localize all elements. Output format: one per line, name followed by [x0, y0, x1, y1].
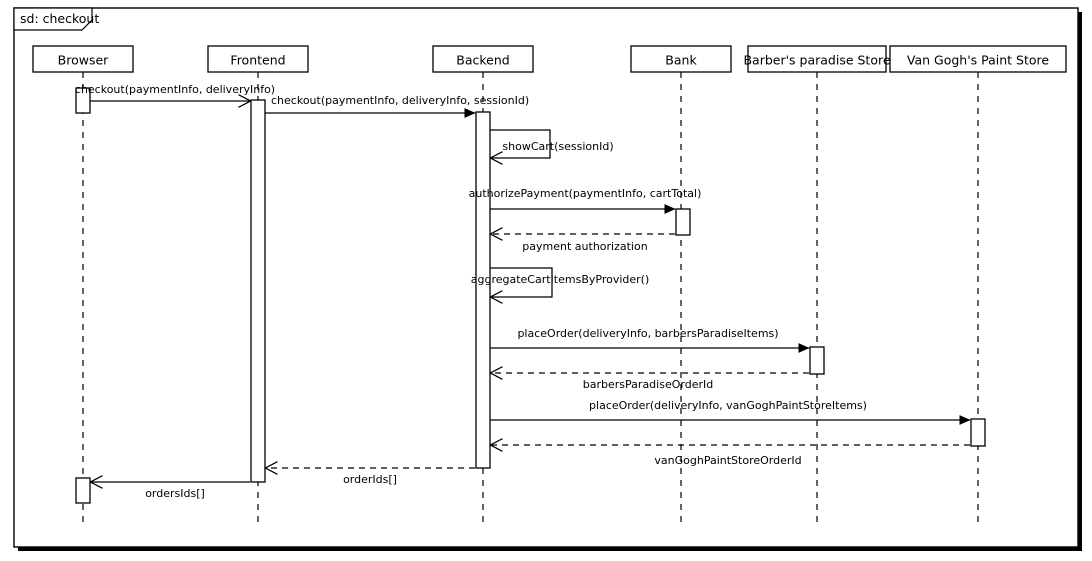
lifeline-name-backend: Backend	[456, 52, 510, 68]
message-label-m2: checkout(paymentInfo, deliveryInfo, sess…	[271, 94, 530, 107]
message-label-m10: vanGoghPaintStoreOrderId	[654, 454, 802, 467]
activation-bar-browser	[75, 477, 91, 504]
lifeline-name-frontend: Frontend	[230, 52, 286, 68]
message-label-m1: checkout(paymentInfo, deliveryInfo)	[74, 83, 276, 96]
message-label-m7: placeOrder(deliveryInfo, barbersParadise…	[517, 327, 779, 340]
activation-bar-bank	[675, 208, 691, 236]
message-label-m5: payment authorization	[522, 240, 648, 253]
diagram-frame-border	[13, 7, 1079, 548]
message-label-m6: aggregateCartItemsByProvider()	[470, 273, 650, 286]
message-label-m11: orderIds[]	[343, 473, 397, 486]
lifeline-header-frontend[interactable]	[207, 45, 309, 73]
lifeline-name-browser: Browser	[57, 52, 109, 68]
activation-bar-barbers	[809, 346, 825, 375]
frame-label-pentagon	[13, 7, 93, 31]
lifeline-header-bank[interactable]	[630, 45, 732, 73]
lifeline-name-bank: Bank	[665, 52, 697, 68]
lifeline-name-vangogh: Van Gogh's Paint Store	[906, 52, 1050, 68]
lifeline-name-barbers: Barber's paradise Store	[743, 52, 891, 68]
activation-bar-frontend	[250, 99, 266, 483]
activations-group	[75, 87, 986, 504]
message-label-m9: placeOrder(deliveryInfo, vanGoghPaintSto…	[589, 399, 867, 412]
message-line-m6	[490, 267, 553, 297]
message-label-m4: authorizePayment(paymentInfo, cartTotal)	[468, 187, 702, 200]
frame-label-text: sd: checkout	[20, 11, 100, 26]
message-line-m3	[490, 129, 551, 158]
message-label-m12: ordersIds[]	[145, 487, 205, 500]
message-label-m8: barbersParadiseOrderId	[582, 378, 714, 391]
diagram-frame-group	[13, 7, 1082, 551]
lifeline-header-vangogh[interactable]	[889, 45, 1067, 73]
activation-bar-backend	[475, 111, 491, 469]
message-label-m3: showCart(sessionId)	[502, 140, 614, 153]
activation-bar-vangogh	[970, 418, 986, 447]
lifeline-header-browser[interactable]	[32, 45, 134, 73]
lifeline-header-barbers[interactable]	[747, 45, 887, 73]
messages-group	[90, 101, 971, 482]
